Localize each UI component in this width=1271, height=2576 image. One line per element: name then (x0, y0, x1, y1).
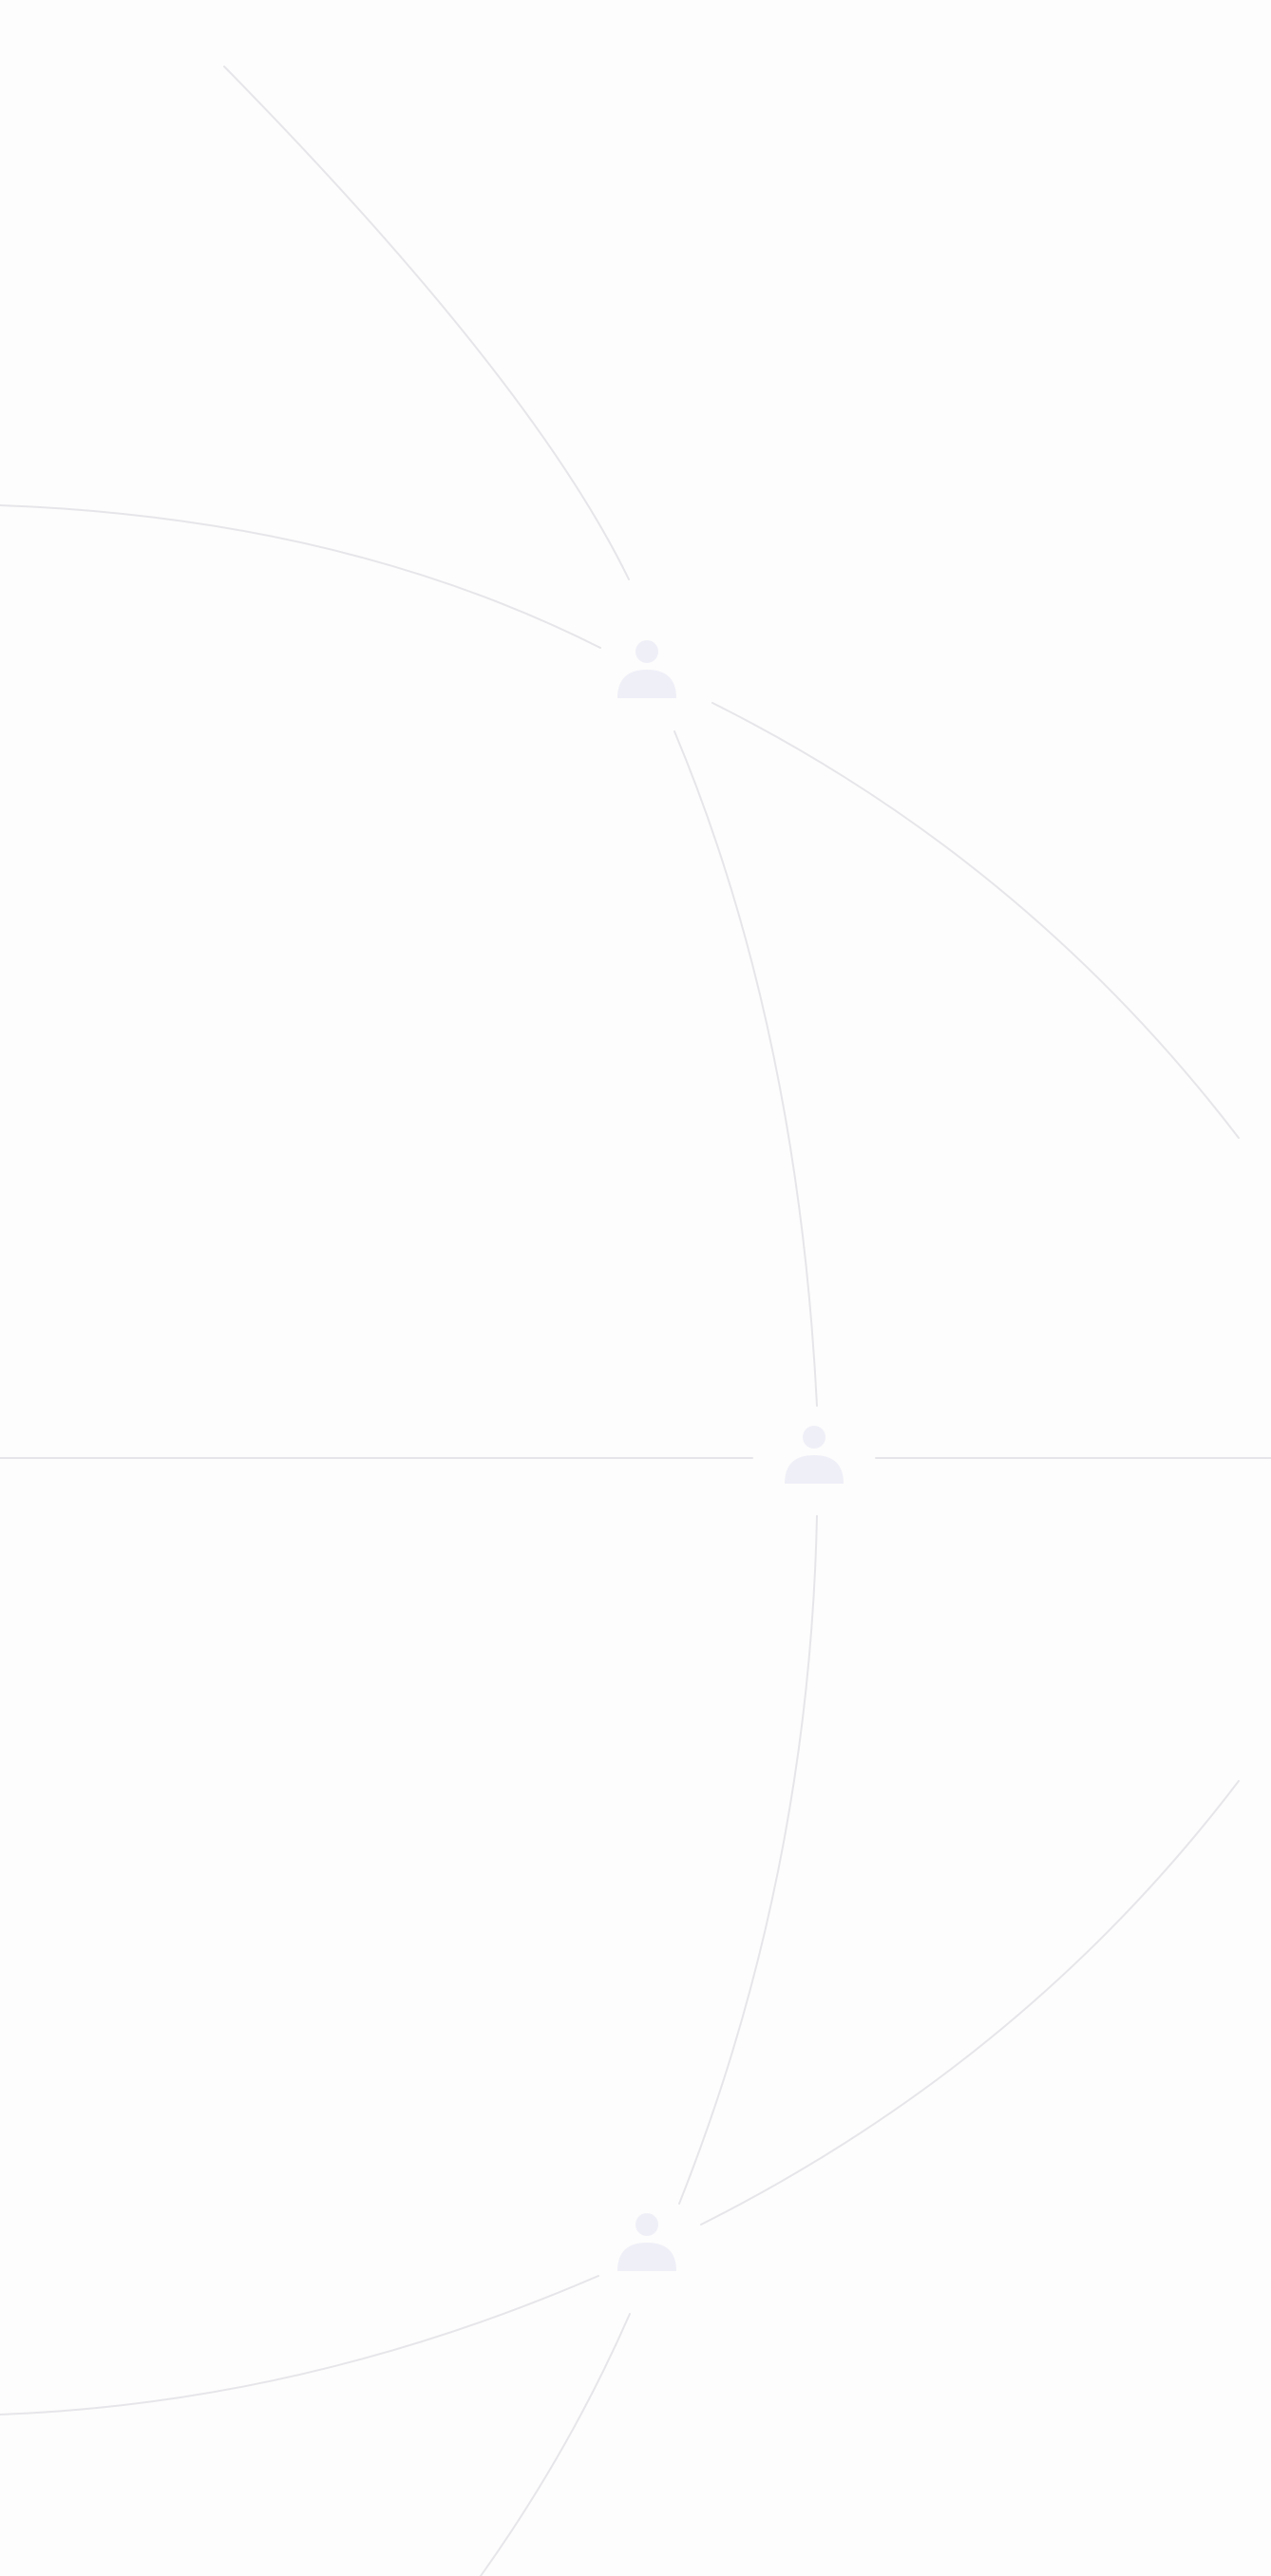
person-icon (617, 2213, 676, 2271)
connector-line-top-left-lower (0, 504, 601, 649)
person-nodes (617, 640, 844, 2271)
person-icon (617, 640, 676, 698)
node-bottom (617, 2213, 676, 2271)
connector-line-bottom-left-lower (480, 2313, 631, 2576)
connector-line-top-to-middle (673, 730, 818, 1407)
connector-line-middle-to-bottom (678, 1515, 818, 2205)
node-top (617, 640, 676, 698)
connector-lines (0, 66, 1271, 2576)
connector-line-bottom-left-upper (0, 2275, 599, 2415)
node-middle (785, 1426, 844, 1484)
person-icon (785, 1426, 844, 1484)
connector-line-top-right (711, 702, 1240, 1139)
connector-line-bottom-right (700, 1780, 1240, 2226)
connector-line-top-left-upper (223, 66, 630, 580)
